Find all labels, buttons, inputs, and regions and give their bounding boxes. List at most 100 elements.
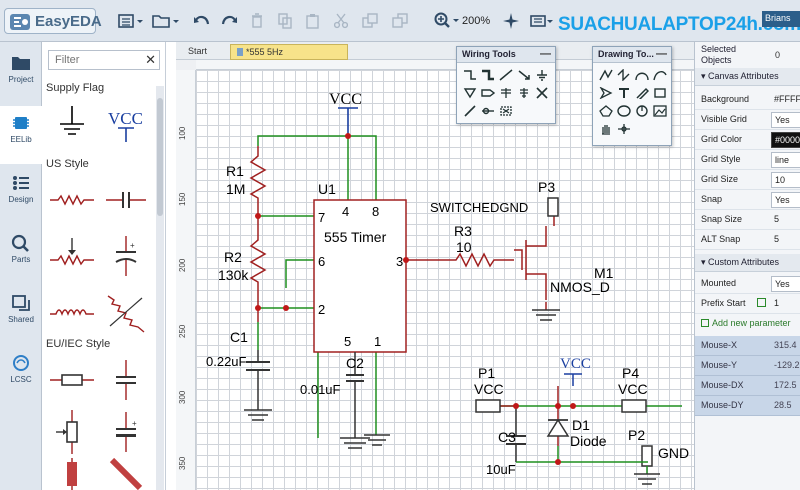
drawing-tools-title: Drawing To... —: [593, 47, 671, 63]
rail-item-parts[interactable]: Parts: [0, 226, 42, 284]
rail-item-design[interactable]: Design: [0, 166, 42, 224]
prop-key: Snap Size: [701, 214, 743, 224]
library-item-resistor-us[interactable]: [46, 174, 98, 226]
prop-value[interactable]: line: [771, 152, 800, 168]
library-item-potentiometer[interactable]: [46, 230, 98, 282]
no-connect-tool[interactable]: [533, 85, 551, 101]
library-item-varistor-eu[interactable]: [100, 457, 152, 490]
paste-button[interactable]: [306, 11, 320, 31]
library-scrollbar[interactable]: [156, 86, 164, 490]
library-item-gnd[interactable]: [46, 98, 98, 150]
inductor-icon: [50, 309, 94, 316]
drawing-tools-palette[interactable]: Drawing To... —: [592, 46, 672, 146]
user-badge[interactable]: Brians: [762, 11, 800, 27]
rail-item-eelib[interactable]: EELib: [0, 106, 42, 164]
ellipse-tool[interactable]: [615, 103, 633, 119]
pan-tool[interactable]: [597, 121, 615, 137]
polyline-tool[interactable]: [597, 67, 615, 83]
c2-plates: [346, 374, 364, 382]
prop-value[interactable]: 5: [774, 214, 780, 224]
tab-555-5hz[interactable]: *555 5Hz: [230, 44, 348, 60]
rect-tool[interactable]: [651, 85, 669, 101]
minimize-icon[interactable]: —: [656, 48, 667, 60]
library-item-capacitor-eu[interactable]: [100, 354, 152, 406]
copy-button[interactable]: [278, 11, 292, 31]
text-tool[interactable]: [615, 85, 633, 101]
redo-button[interactable]: [220, 11, 238, 31]
zoom-button[interactable]: 200%: [434, 11, 490, 31]
bezier-tool[interactable]: [615, 67, 633, 83]
library-item-capacitor-us[interactable]: [100, 174, 152, 226]
prop-value[interactable]: #FFFF: [774, 94, 800, 104]
bus-entry-tool[interactable]: [497, 67, 515, 83]
undo-icon: [194, 15, 210, 25]
canvas-attributes-header[interactable]: ▾ Canvas Attributes: [695, 68, 800, 86]
filter-input[interactable]: [49, 51, 139, 69]
group-tool[interactable]: [497, 103, 515, 119]
wiring-tools-palette[interactable]: Wiring Tools —: [456, 46, 556, 124]
arrowhead-tool[interactable]: [597, 85, 615, 101]
library-item-fuse[interactable]: [46, 458, 98, 490]
netlist-button[interactable]: [530, 11, 554, 31]
library-item-potentiometer-eu[interactable]: [46, 406, 98, 458]
tab-start[interactable]: Start: [188, 46, 208, 56]
image-tool[interactable]: [651, 103, 669, 119]
cut-button[interactable]: [334, 11, 348, 31]
delete-button[interactable]: [250, 11, 264, 31]
library-item-varistor[interactable]: [100, 286, 152, 338]
vcc-tool[interactable]: [461, 85, 479, 101]
pie-tool[interactable]: [633, 103, 651, 119]
net-flag-tool[interactable]: [497, 85, 515, 101]
probe-tool[interactable]: [461, 103, 479, 119]
bring-front-button[interactable]: [362, 11, 378, 31]
library-panel: ✕ Supply Flag VCC US Style + EU/IEC Styl…: [42, 42, 166, 490]
bus-tool[interactable]: [479, 67, 497, 83]
prefix-icon[interactable]: [757, 298, 766, 307]
send-back-button[interactable]: [392, 11, 408, 31]
properties-panel: Selected Objects 0 ▾ Canvas Attributes B…: [694, 42, 800, 490]
rail-item-lcsc[interactable]: LCSC: [0, 346, 42, 404]
rail-item-project[interactable]: Project: [0, 46, 42, 104]
prop-value[interactable]: 5: [774, 234, 780, 244]
bus-icon: [482, 69, 494, 81]
layers-back-icon: [392, 13, 408, 28]
prop-value[interactable]: Yes: [771, 112, 800, 128]
polygon-tool[interactable]: [597, 103, 615, 119]
junction-tool[interactable]: [479, 103, 497, 119]
clear-filter-icon[interactable]: ✕: [145, 52, 156, 67]
prop-value[interactable]: 10: [771, 172, 800, 188]
custom-attributes-header[interactable]: ▾ Custom Attributes: [695, 254, 800, 272]
prop-value[interactable]: #0000: [771, 132, 800, 148]
prop-value[interactable]: Yes: [771, 276, 800, 292]
netlabel-tool[interactable]: [515, 67, 533, 83]
minimize-icon[interactable]: —: [540, 48, 551, 60]
rail-item-shared[interactable]: Shared: [0, 286, 42, 344]
undo-button[interactable]: [193, 11, 211, 31]
top-toolbar: EasyEDA 200% SUACHUALAPTOP24h.com Brians: [0, 0, 800, 42]
open-folder-button[interactable]: [152, 11, 180, 31]
rail-label: Parts: [11, 255, 31, 264]
prop-value[interactable]: 1: [774, 298, 780, 308]
curve-tool[interactable]: [651, 67, 669, 83]
library-item-inductor[interactable]: [46, 286, 98, 338]
ground-tool[interactable]: [533, 67, 551, 83]
prop-value[interactable]: Yes: [771, 192, 800, 208]
library-item-resistor-eu[interactable]: [46, 354, 98, 406]
library-item-vcc[interactable]: VCC: [100, 98, 152, 150]
schematic-grid[interactable]: VCC: [196, 70, 694, 490]
library-scroll-thumb[interactable]: [157, 98, 163, 216]
freehand-tool[interactable]: [633, 85, 651, 101]
menu-button[interactable]: [118, 11, 144, 31]
add-parameter-link[interactable]: Add new parameter: [701, 318, 791, 328]
p4-name: P4: [622, 365, 639, 381]
design-check-button[interactable]: [502, 11, 520, 31]
arc-tool[interactable]: [633, 67, 651, 83]
netport-tool[interactable]: [479, 85, 497, 101]
library-item-polarized-cap[interactable]: +: [100, 230, 152, 282]
library-item-polarized-cap-eu[interactable]: +: [100, 406, 152, 458]
easyeda-logo[interactable]: EasyEDA: [4, 8, 102, 34]
collapse-icon: ▾: [701, 71, 709, 81]
wire-tool[interactable]: [461, 67, 479, 83]
origin-tool[interactable]: [615, 121, 633, 137]
pin-tool[interactable]: [515, 85, 533, 101]
